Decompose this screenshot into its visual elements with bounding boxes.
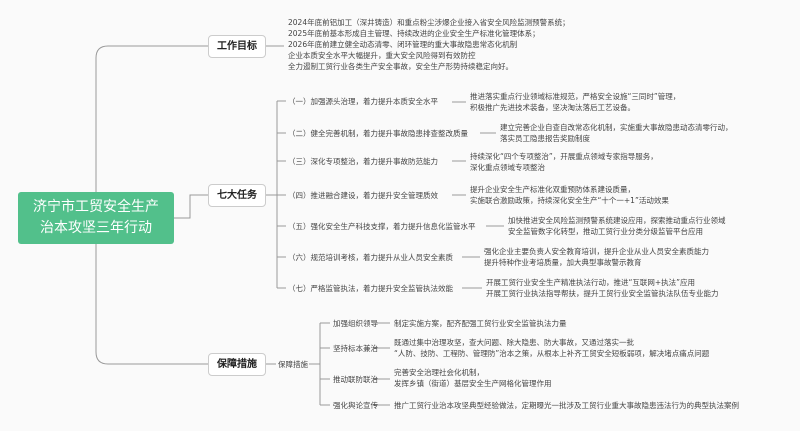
desc-line: 实施联合激励政策，持续深化安全生产“十个一+1”活动效果	[470, 196, 669, 205]
task-6-desc[interactable]: 强化企业主要负责人安全教育培训，提升企业从业人员安全素质能力提升特种作业考培质量…	[484, 246, 709, 268]
branch-tasks[interactable]: 七大任务	[208, 184, 266, 207]
desc-line: 推广工贸行业治本攻坚典型经验做法，定期曝光一批涉及工贸行业重大事故隐患违法行为的…	[394, 401, 739, 410]
task-4-desc[interactable]: 提升企业安全生产标准化双重预防体系建设质量， 实施联合激励政策，持续深化安全生产“…	[470, 184, 669, 206]
goal-line: 2025年底前基本形成自主管理、持续改进的企业安全生产标准化管理体系；	[288, 29, 540, 38]
measures-sublabel[interactable]: 保障措施	[278, 360, 308, 369]
goal-line: 2026年底前建立健全动态清零、闭环管理的重大事故隐患常态化机制	[288, 40, 518, 49]
task-2-title[interactable]: （二）健全完善机制，着力提升事故隐患排查整改质量	[288, 129, 468, 138]
desc-line: 安全监管数字化转型，推动工贸行业分类分级监管平台应用	[508, 227, 703, 236]
goal-line: 全力遏制工贸行业各类生产安全事故，安全生产形势持续稳定向好。	[288, 62, 513, 71]
desc-line: 强化企业主要负责人安全教育培训，提升企业从业人员安全素质能力	[484, 247, 709, 256]
desc-line: 积极推广先进技术装备，坚决淘汰落后工艺设备。	[470, 103, 635, 112]
task-5-desc[interactable]: 加快推进安全风险监测预警系统建设应用，探索推动重点行业领域安全监管数字化转型，推…	[508, 215, 726, 237]
root-node[interactable]: 济宁市工贸安全生产 治本攻坚三年行动	[18, 192, 174, 244]
desc-line: 制定实施方案，配齐配强工贸行业安全监管执法力量	[394, 319, 567, 328]
task-7-desc[interactable]: 开展工贸行业安全生产精准执法行动，推进“互联网+执法”应用开展工贸行业执法指导帮…	[486, 277, 719, 299]
task-3-title[interactable]: （三）深化专项整治，着力提升事故防范能力	[288, 157, 438, 166]
measure-4-title[interactable]: 强化舆论宣传	[333, 401, 378, 410]
branch-measures[interactable]: 保障措施	[208, 353, 266, 376]
desc-line: 深化重点领域专项整治	[470, 163, 545, 172]
root-title-line1: 济宁市工贸安全生产	[33, 199, 159, 215]
measure-3-title[interactable]: 推动联防联治	[333, 375, 378, 384]
task-2-desc[interactable]: 建立完善企业自查自改常态化机制，实施重大事故隐患动态清零行动， 落实员工隐患报告奖…	[500, 122, 733, 144]
root-title-line2: 治本攻坚三年行动	[40, 220, 152, 236]
task-3-desc[interactable]: 持续深化“四个专项整治”，开展重点领域专家指导服务， 深化重点领域专项整治	[470, 151, 658, 173]
desc-line: 提升特种作业考培质量，加大典型事故警示教育	[484, 258, 642, 267]
desc-line: 加快推进安全风险监测预警系统建设应用，探索推动重点行业领域	[508, 216, 726, 225]
task-4-title[interactable]: （四）推进融合建设，着力提升安全管理质效	[288, 191, 438, 200]
measure-2-title[interactable]: 坚持标本兼治	[333, 344, 378, 353]
goal-line: 2024年底前铝加工（深井铸造）和重点粉尘涉爆企业接入省安全风险监测预警系统；	[288, 18, 570, 27]
desc-line: 推进落实重点行业领域标准规范，严格安全设施“三同时”管理，	[470, 92, 681, 101]
measure-4-desc[interactable]: 推广工贸行业治本攻坚典型经验做法，定期曝光一批涉及工贸行业重大事故隐患违法行为的…	[394, 400, 739, 411]
branch-goals[interactable]: 工作目标	[208, 35, 266, 58]
task-7-title[interactable]: （七）严格监管执法，着力提升安全监管执法效能	[288, 284, 453, 293]
desc-line: 建立完善企业自查自改常态化机制，实施重大事故隐患动态清零行动，	[500, 123, 733, 132]
task-1-desc[interactable]: 推进落实重点行业领域标准规范，严格安全设施“三同时”管理， 积极推广先进技术装备，…	[470, 91, 680, 113]
desc-line: 落实员工隐患报告奖励制度	[500, 134, 590, 143]
desc-line: “人防、技防、工程防、管理防”治本之策，从根本上补齐工贸安全短板弱项，解决堵点痛…	[394, 349, 710, 358]
goal-line: 企业本质安全水平大幅提升，重大安全风险得到有效防控	[288, 51, 476, 60]
task-5-title[interactable]: （五）强化安全生产科技支撑，着力提升信息化监管水平	[288, 222, 476, 231]
desc-line: 既通过集中治理攻坚，查大问题、除大隐患、防大事故，又通过落实一批	[394, 338, 634, 347]
measure-3-desc[interactable]: 完善安全治理社会化机制， 发挥乡镇（街道）基层安全生产网格化管理作用	[394, 367, 552, 389]
desc-line: 提升企业安全生产标准化双重预防体系建设质量，	[470, 185, 635, 194]
desc-line: 开展工贸行业安全生产精准执法行动，推进“互联网+执法”应用	[486, 278, 696, 287]
measure-2-desc[interactable]: 既通过集中治理攻坚，查大问题、除大隐患、防大事故，又通过落实一批 “人防、技防、工…	[394, 337, 709, 359]
measure-1-desc[interactable]: 制定实施方案，配齐配强工贸行业安全监管执法力量	[394, 318, 567, 329]
desc-line: 完善安全治理社会化机制，	[394, 368, 484, 377]
desc-line: 发挥乡镇（街道）基层安全生产网格化管理作用	[394, 379, 552, 388]
task-6-title[interactable]: （六）规范培训考核，着力提升从业人员安全素质	[288, 253, 453, 262]
measure-1-title[interactable]: 加强组织领导	[333, 319, 378, 328]
task-1-title[interactable]: （一）加强源头治理，着力提升本质安全水平	[288, 97, 438, 106]
goal-text[interactable]: 2024年底前铝加工（深井铸造）和重点粉尘涉爆企业接入省安全风险监测预警系统； …	[288, 17, 570, 72]
desc-line: 持续深化“四个专项整治”，开展重点领域专家指导服务，	[470, 152, 658, 161]
desc-line: 开展工贸行业执法指导帮扶，提升工贸行业安全监管执法队伍专业能力	[486, 289, 719, 298]
